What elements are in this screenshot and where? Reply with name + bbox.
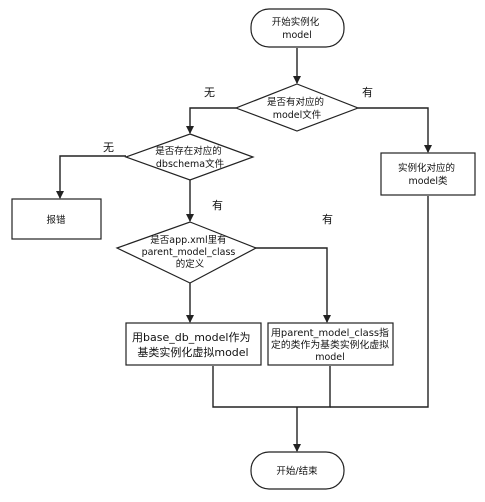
use-base-db-model-box: [125, 322, 262, 366]
svg-text:实例化对应的 model类: 实例化对应的 model类: [398, 162, 458, 187]
svg-text:是否存在对应的 dbschema文件: 是否存在对应的 dbschema文件: [155, 145, 225, 170]
instantiate-model-class-line-2: model类: [408, 175, 448, 187]
decision-parent-class-line-3: 的定义: [176, 258, 205, 270]
edge-label-model-file-yes: 有: [362, 85, 373, 99]
edge-model-file-no-to-dbschema: [186, 107, 236, 134]
node-decision-model-file: 是否有对应的 model文件: [234, 83, 360, 132]
svg-text:开始/结束: 开始/结束: [276, 465, 318, 477]
svg-text:开始实例化 model: 开始实例化 model: [272, 16, 323, 41]
use-base-db-model-line-1: 用base_db_model作为: [132, 331, 250, 344]
start-line-2: model: [282, 30, 312, 41]
decision-dbschema-line-1: 是否存在对应的: [155, 145, 222, 157]
report-error-line-1: 报错: [46, 214, 66, 226]
use-base-db-model-line-2: 基类实例化虚拟model: [137, 345, 248, 359]
svg-text:是否有对应的 model文件: 是否有对应的 model文件: [267, 96, 327, 121]
decision-parent-class-line-2: parent_model_class: [142, 247, 236, 258]
edge-label-parent-class-yes: 有: [322, 212, 333, 226]
end-line-1: 开始/结束: [276, 465, 318, 477]
node-decision-dbschema: 是否存在对应的 dbschema文件: [124, 133, 255, 181]
node-report-error: 报错: [11, 198, 102, 240]
use-parent-model-class-box: [267, 322, 394, 366]
edge-dbschema-no-to-error: [56, 155, 126, 199]
svg-text:报错: 报错: [46, 214, 66, 226]
node-use-base-db-model: 用base_db_model作为 基类实例化虚拟model: [125, 322, 262, 366]
svg-text:model: model: [315, 352, 345, 363]
node-end: 开始/结束: [250, 451, 345, 490]
use-parent-model-class-line-3: model: [315, 352, 345, 363]
edge-parent-model-merge: [297, 366, 331, 408]
decision-model-file-line-2: model文件: [273, 109, 322, 121]
node-decision-parent-class: 是否app.xml里有 parent_model_class 的定义: [115, 221, 258, 284]
edge-parent-class-yes-to-parent-model: [245, 247, 331, 323]
instantiate-model-class-box: [380, 152, 476, 196]
instantiate-model-class-line-1: 实例化对应的: [398, 162, 455, 174]
edge-label-model-file-no: 无: [204, 86, 215, 99]
edge-label-dbschema-no: 无: [103, 141, 114, 154]
svg-text:用base_db_model作为 基类实例化虚拟: 用base_db_model作为 基类实例化虚拟model: [132, 331, 254, 359]
decision-model-file-line-1: 是否有对应的: [267, 96, 324, 108]
decision-dbschema-diamond: [124, 133, 255, 181]
decision-model-file-diamond: [234, 83, 360, 132]
edge-base-model-merge: [212, 366, 297, 408]
use-parent-model-class-line-2: 定的类作为基类实例化虚拟: [271, 339, 390, 351]
decision-parent-class-diamond: [115, 221, 258, 284]
edge-labels: 无 有 无 有 有: [103, 85, 373, 226]
edge-label-dbschema-yes: 有: [212, 198, 223, 212]
edge-instantiate-merge: [330, 196, 429, 408]
node-use-parent-model-class: 用parent_model_class指 定的类作为基类实例化虚拟 model: [267, 322, 394, 366]
use-parent-model-class-line-1: 用parent_model_class指: [271, 327, 390, 339]
decision-parent-class-line-1: 是否app.xml里有: [150, 234, 226, 246]
node-start: 开始实例化 model: [250, 8, 345, 48]
svg-text:是否app.xml里有 parent_model: 是否app.xml里有 parent_model_class 的定义: [142, 234, 239, 270]
node-instantiate-model-class: 实例化对应的 model类: [380, 152, 476, 196]
report-error-box: [11, 198, 102, 240]
svg-text:定的类作为基类实例化虚拟: 定的类作为基类实例化虚拟: [271, 339, 390, 351]
start-line-1: 开始实例化: [272, 16, 320, 28]
start-terminator: [250, 8, 345, 48]
end-terminator: [250, 451, 345, 490]
edge-model-file-yes-to-instantiate: [358, 107, 432, 153]
svg-text:用parent_model_class指: 用parent_model_class指: [271, 327, 390, 339]
decision-dbschema-line-2: dbschema文件: [156, 158, 225, 170]
edges: [56, 48, 432, 452]
